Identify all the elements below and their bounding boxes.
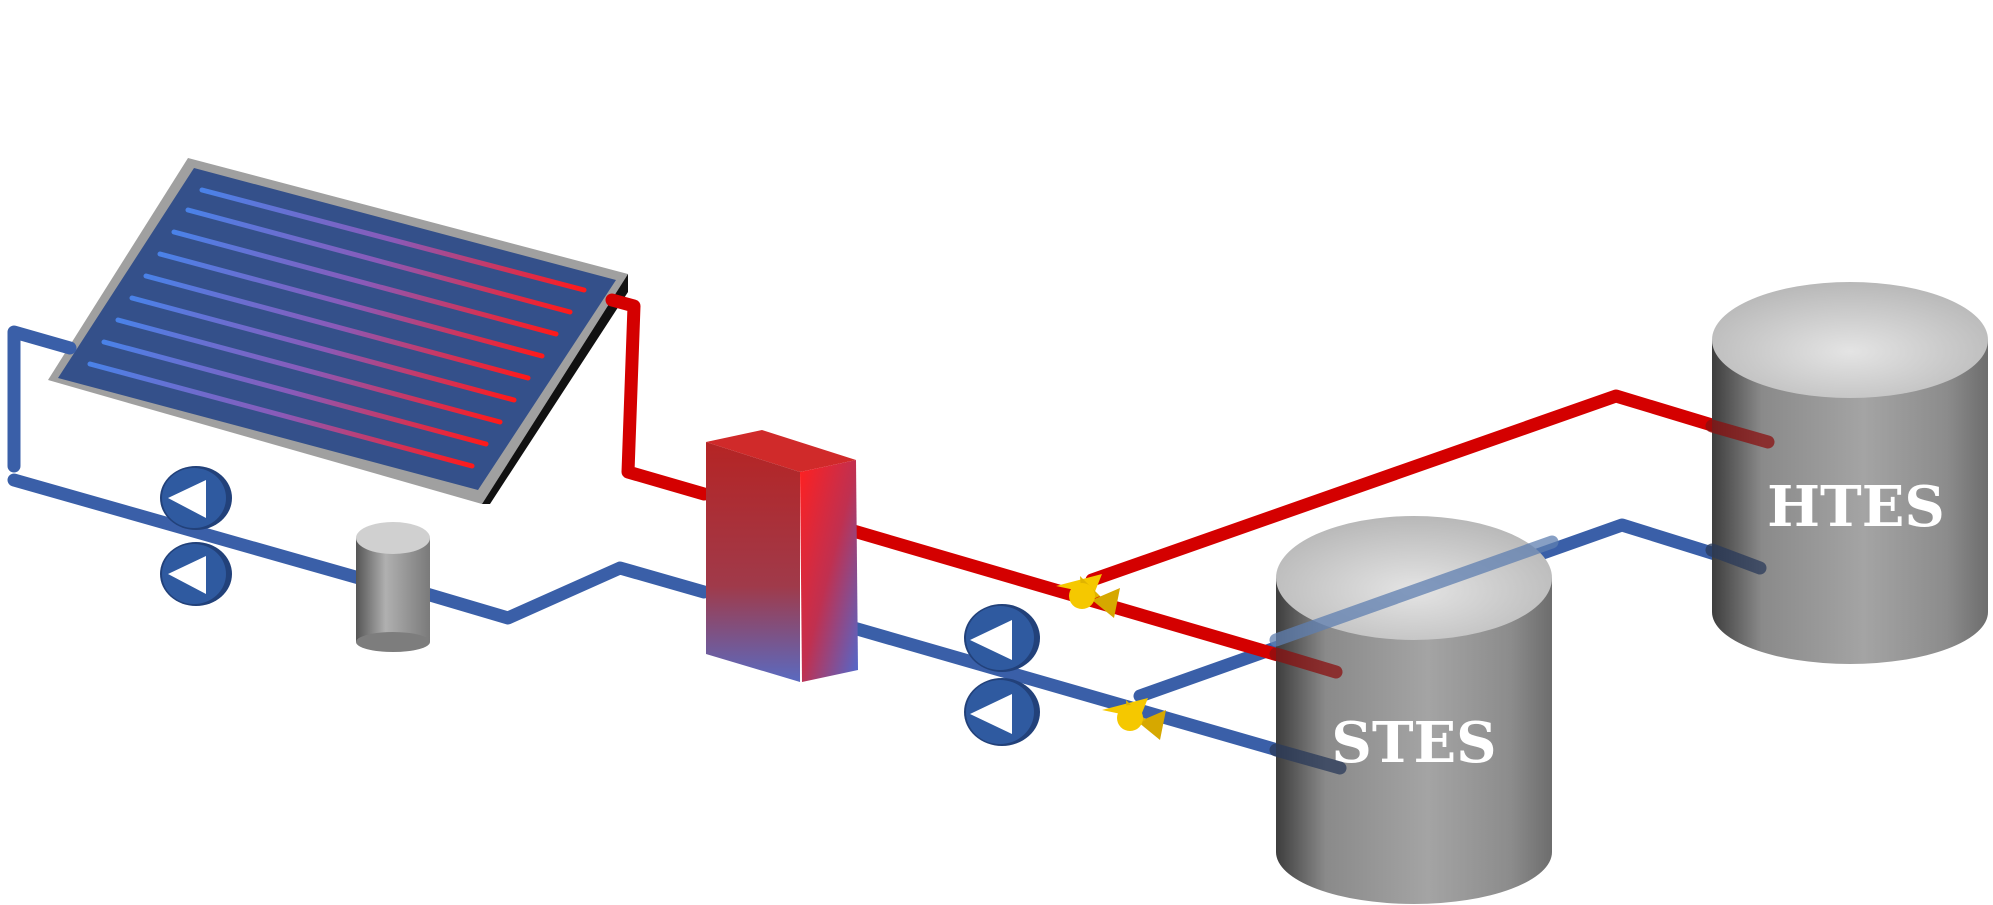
collector-tubes [87,187,587,469]
cold-pipe-vessel-to-hx [413,561,711,625]
cold-pipe-hx-to-stes [819,613,1347,775]
htes-tank: HTES [1712,282,1988,664]
pump-arrow-icon [168,556,206,594]
stes-label: STES [1331,710,1496,776]
expansion-vessel [356,522,430,652]
pump-arrow-icon [168,480,206,518]
hot-pipe-collector-outlet [605,293,711,501]
cold-pipe-into-stes [1269,743,1347,775]
three-way-valve-cold [1102,698,1166,740]
pump-arrow-icon [970,694,1012,734]
three-way-valve-hot [1056,574,1120,618]
solar-collector [48,158,628,504]
pump-arrow-icon [970,620,1012,660]
cold-pipe-over-stes [1269,535,1559,647]
storage-pump [964,604,1040,746]
pipe-overlays [1269,419,1775,775]
stes-tank: STES [1276,516,1552,904]
htes-tank-top [1712,282,1988,398]
heat-exchanger-side [800,460,858,682]
cold-pipe-into-htes [1705,543,1767,575]
solar-collector-edge [482,274,628,504]
cold-pipe-collector-inlet [7,325,77,473]
circulation-pump [160,466,232,606]
heat-exchanger [706,430,858,682]
cold-pipe-primary-return [7,473,373,587]
heat-exchanger-front [706,442,800,682]
htes-label: HTES [1767,474,1945,540]
hot-pipe-into-stes [1269,647,1343,679]
hot-pipe-into-htes [1705,419,1775,449]
